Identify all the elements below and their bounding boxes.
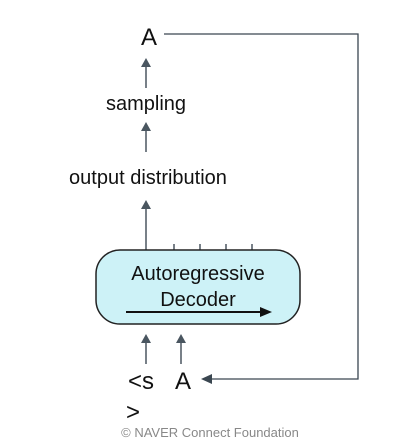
footer-copyright: © NAVER Connect Foundation bbox=[121, 425, 299, 440]
decoder-output-ticks bbox=[173, 244, 253, 250]
arrow-decoder-to-output bbox=[141, 200, 151, 250]
output-distribution-label: output distribution bbox=[69, 167, 227, 189]
feedback-loop-arrow bbox=[164, 33, 359, 384]
arrow-input-a-to-decoder bbox=[176, 334, 186, 364]
input-token-start-line1: <s bbox=[128, 368, 154, 395]
arrow-sampling-to-token bbox=[141, 58, 151, 88]
arrow-output-to-sampling bbox=[141, 122, 151, 152]
arrow-input-start-to-decoder bbox=[141, 334, 151, 364]
sampling-label: sampling bbox=[106, 93, 186, 115]
input-token-start-line2: > bbox=[126, 399, 140, 426]
decoder-label-line2: Decoder bbox=[160, 289, 236, 311]
decoder-label-line1: Autoregressive bbox=[131, 263, 264, 285]
top-output-token: A bbox=[141, 24, 157, 51]
decoder-direction-arrow bbox=[126, 307, 272, 317]
decoder-box bbox=[95, 249, 301, 325]
input-token-a: A bbox=[175, 368, 191, 395]
